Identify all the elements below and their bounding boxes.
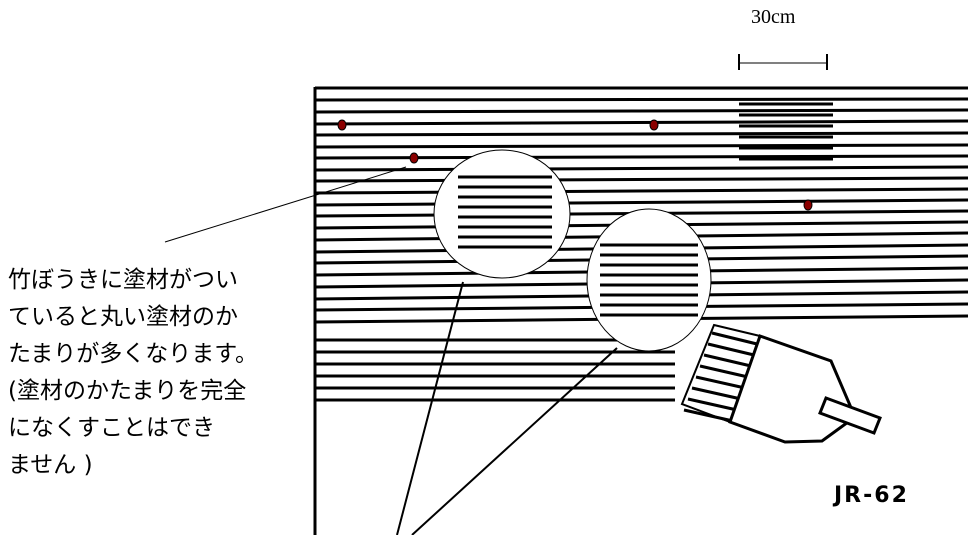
- magnified-circle-2: [586, 208, 712, 352]
- caption-line: になくすことはでき: [8, 415, 215, 441]
- caption-line: ていると丸い塗材のか: [8, 304, 238, 330]
- scale-label: 30cm: [751, 6, 796, 28]
- paint-blob: [409, 152, 419, 164]
- model-code: JR-62: [834, 483, 909, 508]
- short-stripes: [315, 338, 675, 402]
- caption-line: 竹ぼうきに塗材がつい: [8, 267, 238, 293]
- pointer-line-circle-1: [396, 281, 464, 535]
- dense-patch-top-right: [739, 102, 833, 161]
- paint-blob: [803, 199, 813, 211]
- pointer-line-circle-2: [411, 347, 618, 535]
- scale-bar: [738, 54, 828, 70]
- magnified-circle-1: [433, 149, 571, 279]
- caption-leader-line: [164, 166, 407, 243]
- broom-icon: [680, 323, 882, 444]
- caption-line: ません ): [8, 452, 93, 478]
- caption-line: (塗材のかたまりを完全: [8, 378, 247, 404]
- paint-blob: [337, 119, 347, 131]
- paint-blob: [649, 119, 659, 131]
- caption-line: たまりが多くなります。: [8, 341, 259, 367]
- caption-text: 竹ぼうきに塗材がつい ていると丸い塗材のか たまりが多くなります。 (塗材のかた…: [8, 262, 308, 484]
- paint-blobs: [337, 119, 813, 211]
